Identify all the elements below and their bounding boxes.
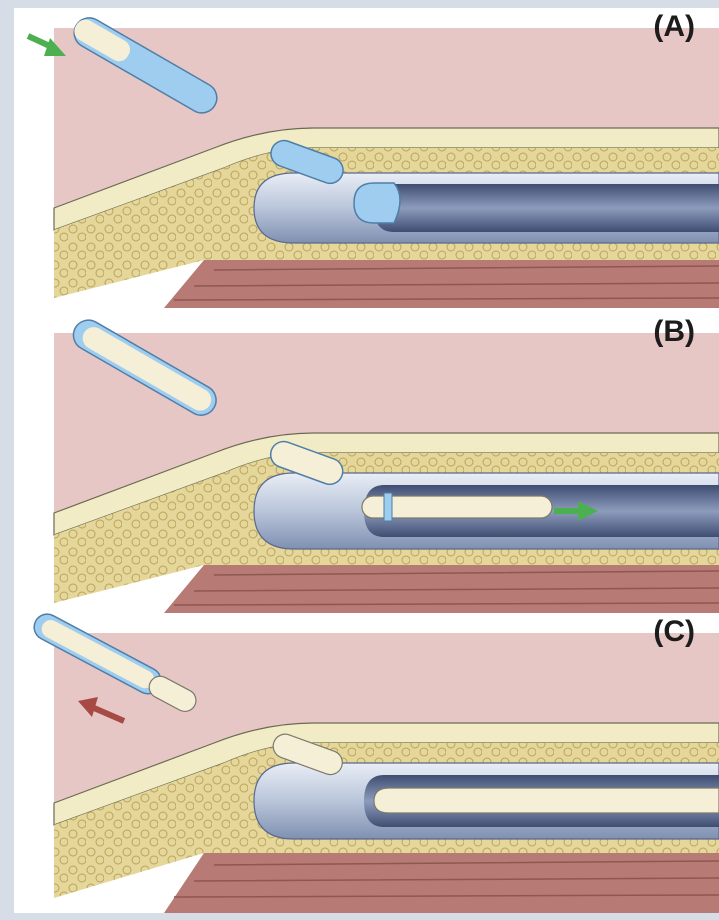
needle-in-vessel [354, 183, 400, 223]
figure-frame: (A) [14, 8, 719, 913]
panel-c-illustration [14, 613, 719, 913]
panel-label-a: (A) [653, 10, 695, 44]
panel-label-c: (C) [653, 615, 695, 649]
panel-b-illustration [14, 313, 719, 613]
panel-a-illustration [14, 8, 719, 308]
vessel-lumen [374, 184, 719, 232]
panel-a: (A) [14, 8, 719, 308]
panel-b: (B) [14, 313, 719, 613]
panel-label-b: (B) [653, 315, 695, 349]
guidewire [374, 788, 719, 813]
panel-c: (C) [14, 613, 719, 913]
